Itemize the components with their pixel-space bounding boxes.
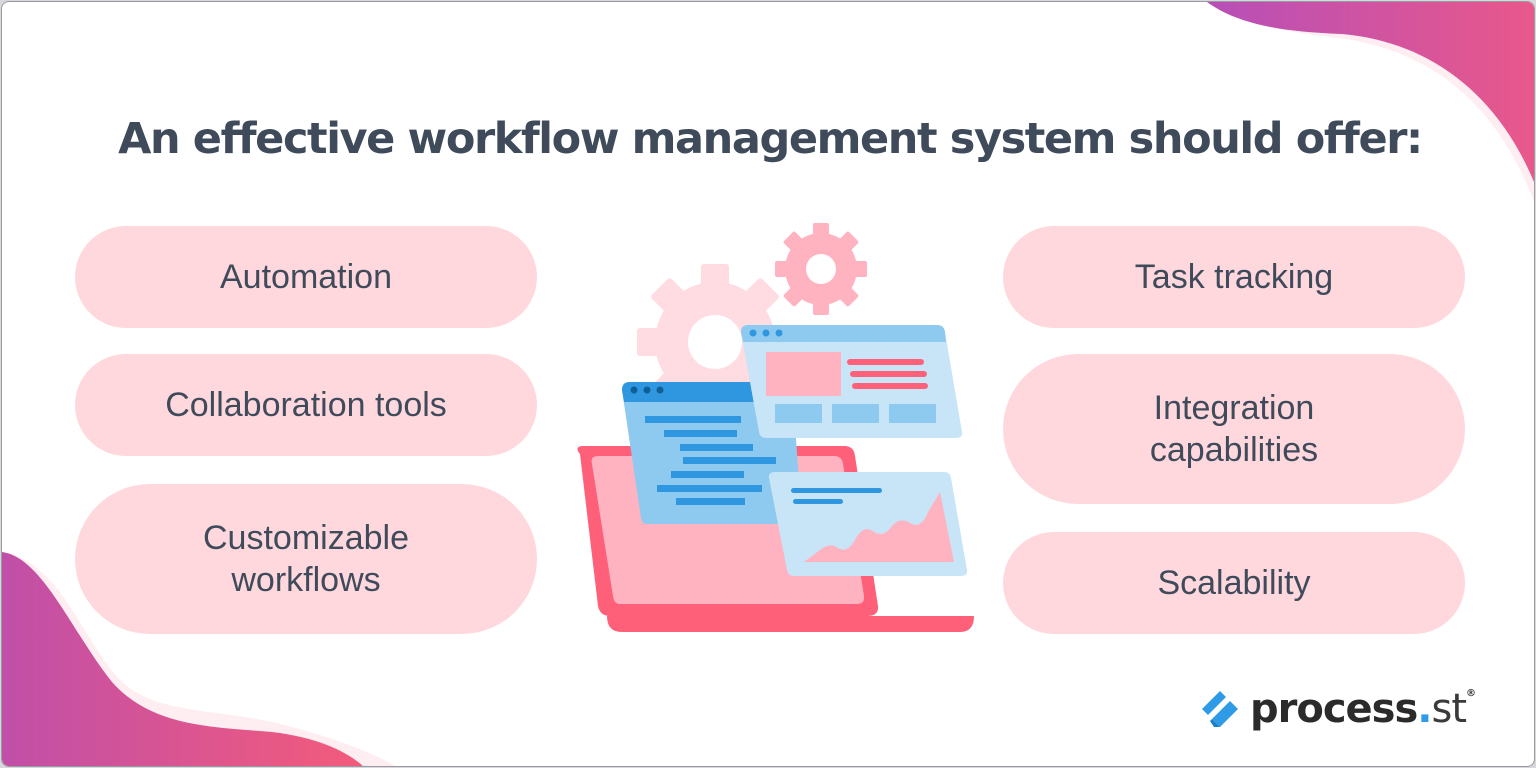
feature-label: Task tracking [1134,258,1334,296]
page-title: An effective workflow management system … [118,114,1423,164]
logo-name: process [1250,686,1418,732]
chart-icon [768,472,968,576]
workflow-illustration [577,223,974,632]
feature-label: Automation [220,258,392,296]
feature-pill-task-tracking: Task tracking [1003,226,1465,328]
decorative-wave-bottom-left [2,552,396,766]
logo-dot: . [1417,686,1432,732]
feature-pill-automation: Automation [75,226,537,328]
decorative-wave-top-right [1207,2,1534,202]
feature-label: Scalability [1157,564,1311,602]
feature-label: Collaboration tools [165,386,447,424]
feature-label: Customizable workflows [203,519,409,599]
feature-pill-scalability: Scalability [1003,532,1465,634]
gear-icon [775,223,867,315]
feature-pill-integration-capabilities: Integration capabilities [1003,354,1465,504]
logo-wordmark: process.st® [1250,686,1476,732]
browser-window-icon [741,325,963,438]
feature-label: Integration capabilities [1149,389,1319,469]
registered-mark: ® [1466,688,1476,699]
process-st-logo: process.st® [1198,686,1476,732]
logo-mark-icon [1202,691,1238,727]
feature-pill-customizable-workflows: Customizable workflows [75,484,537,634]
logo-suffix: st [1431,686,1468,732]
feature-pill-collaboration-tools: Collaboration tools [75,354,537,456]
